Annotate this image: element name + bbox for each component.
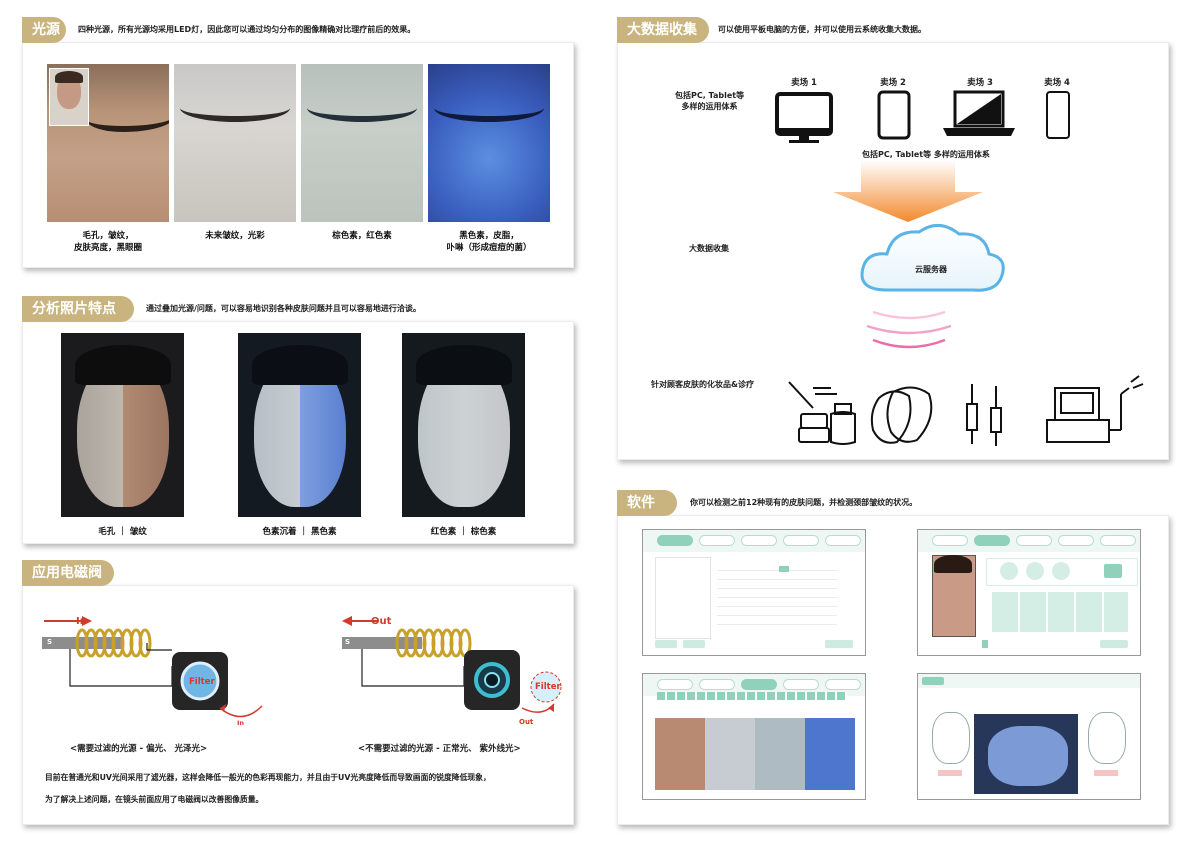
analysis-photo-pigment — [238, 333, 361, 517]
valve-tag: 应用电磁阀 — [22, 560, 114, 586]
cloud-label: 云服务器 — [915, 265, 947, 274]
valve-diagram — [42, 616, 562, 718]
light-caption-2: 未来皱纹，光彩 — [205, 231, 265, 241]
light-photo-polarized — [174, 64, 296, 222]
laptop-icon — [943, 90, 1015, 136]
analysis-caption-1: 毛孔 ｜ 皱纹 — [98, 527, 147, 537]
analysis-photo-red — [402, 333, 525, 517]
cosmetics-icon — [788, 381, 856, 445]
valve-out-arrow-label: Out — [519, 718, 534, 726]
software-screen-analysis — [642, 673, 866, 800]
light-source-tag: 光源 — [22, 17, 66, 43]
software-tag: 软件 — [617, 490, 677, 516]
valve-caption-right: <不需要过滤的光源 - 正常光、 紫外线光> — [358, 744, 521, 754]
bigdata-diagram — [775, 90, 1144, 446]
desktop-icon — [775, 92, 833, 143]
store-label-1: 卖场 1 — [791, 78, 817, 88]
collect-arrow — [833, 160, 983, 222]
light-caption-3: 棕色素，红色素 — [332, 231, 392, 241]
light-photo-normal — [47, 64, 169, 222]
valve-caption-left: <需要过滤的光源 - 偏光、 光泽光> — [70, 744, 208, 754]
valve-in-arrow-label: In — [237, 719, 245, 727]
analysis-photo-pores — [61, 333, 184, 517]
valve-left-assembly — [42, 616, 263, 718]
light-photo-uv — [428, 64, 550, 222]
phone-icon — [1046, 91, 1070, 139]
tablet-icon — [877, 90, 911, 140]
bigdata-tag: 大数据收集 — [617, 17, 709, 43]
software-description: 你可以检测之前12种现有的皮肤问题，并检测颈部皱纹的状况。 — [690, 498, 918, 507]
valve-body-line2: 为了解决上述问题，在镜头前面应用了电磁阀以改善图像质量。 — [45, 795, 264, 804]
bigdata-description: 可以使用平板电脑的方便，并可以使用云系统收集大数据。 — [718, 25, 926, 34]
valve-coil-label-left: S — [47, 638, 53, 646]
cosmetic-label: 针对顾客皮肤的化妆品&诊疗 — [651, 380, 754, 389]
software-screen-capture — [917, 529, 1141, 656]
valve-coil-label-right: S — [345, 638, 351, 646]
analysis-caption-2: 色素沉着 ｜ 黑色素 — [262, 527, 337, 537]
light-caption-1: 毛孔，皱纹，皮肤亮度，黑眼圈 — [73, 231, 142, 253]
bigdata-left-label: 包括PC, Tablet等多样的运用体系 — [675, 91, 745, 111]
collect-label: 大数据收集 — [689, 244, 729, 253]
face-mask-icon — [870, 386, 933, 444]
devices-caption: 包括PC, Tablet等 多样的运用体系 — [862, 150, 990, 159]
light-source-description: 四种光源，所有光源均采用LED灯，因此您可以通过均匀分布的图像精确对比理疗前后的… — [78, 25, 416, 34]
analysis-tag: 分析照片特点 — [22, 296, 134, 322]
device-icon — [1046, 375, 1144, 443]
analysis-description: 通过叠加光源/问题，可以容易地识别各种皮肤问题并且可以容易地进行洽谈。 — [146, 304, 421, 313]
valve-right-assembly — [342, 616, 562, 713]
software-screen-form — [642, 529, 866, 656]
store-label-2: 卖场 2 — [880, 78, 906, 88]
signal-waves-icon — [866, 310, 952, 349]
valve-body-line1: 目前在普通光和UV光间采用了滤光器，这样会降低一般光的色彩再现能力，并且由于UV… — [45, 773, 491, 782]
valve-out-label: Out — [371, 616, 392, 627]
analysis-caption-3: 红色素 ｜ 棕色素 — [430, 527, 497, 537]
cloud-icon — [860, 224, 1005, 292]
store-label-4: 卖场 4 — [1044, 78, 1070, 88]
light-caption-4: 黑色素，皮脂，卟啉（形成痘痘的菌） — [446, 231, 532, 253]
store-label-3: 卖场 3 — [967, 78, 993, 88]
syringe-icon — [966, 384, 1002, 446]
valve-filter-label-left: Filter — [189, 677, 215, 687]
light-photo-crosspolar — [301, 64, 423, 222]
valve-in-label: In — [76, 616, 87, 627]
face-thumbnail — [49, 68, 89, 126]
valve-filter-label-right: Filter — [535, 682, 561, 692]
software-screen-wrinkle — [917, 673, 1141, 800]
